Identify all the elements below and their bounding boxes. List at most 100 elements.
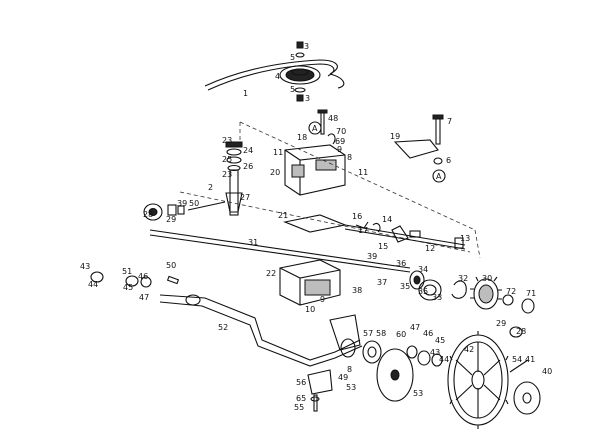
ref-circle-a-top — [308, 121, 322, 135]
label-40: 40 — [542, 367, 552, 376]
label-41: 41 — [525, 355, 535, 364]
bracket-28-left — [143, 203, 163, 221]
label-35a: 35 — [400, 282, 410, 291]
hub-57 — [340, 338, 356, 358]
axle-pin-54 — [509, 359, 529, 373]
label-18: 18 — [297, 133, 307, 142]
mount-bracket-19 — [393, 139, 439, 159]
label-35b: 35 — [418, 287, 428, 296]
label-47a: 47 — [139, 293, 149, 302]
label-53b: 53 — [413, 389, 423, 398]
label-39b: 39 — [367, 252, 377, 261]
height-adjust-lever — [159, 294, 363, 367]
label-5b: 5 — [290, 85, 295, 94]
label-34: 34 — [418, 265, 428, 274]
label-44b: 44 — [439, 355, 449, 364]
label-43a: 43 — [80, 262, 90, 271]
label-29b: 29 — [496, 319, 506, 328]
label-32: 32 — [458, 274, 468, 283]
label-11a: 11 — [273, 148, 283, 157]
label-72: 72 — [506, 287, 516, 296]
label-refA1: A — [312, 124, 318, 133]
spacer-32 — [451, 280, 467, 299]
ref-circle-a-right — [432, 169, 446, 183]
label-33: 33 — [432, 293, 442, 302]
label-7: 7 — [447, 117, 452, 126]
label-27: 27 — [240, 193, 250, 202]
label-52: 52 — [218, 323, 228, 332]
label-20: 20 — [270, 168, 280, 177]
label-19: 19 — [390, 132, 400, 141]
label-42: 42 — [464, 345, 474, 354]
label-56: 56 — [296, 378, 306, 387]
label-3a: 3 — [304, 42, 309, 51]
label-57: 57 — [363, 329, 373, 338]
label-28b: 28 — [516, 327, 526, 336]
label-26: 26 — [243, 162, 253, 171]
label-50a: 50 — [189, 199, 199, 208]
label-14: 14 — [382, 215, 392, 224]
pulley-fasteners — [294, 41, 306, 102]
cutting-housing — [279, 259, 341, 306]
label-31: 31 — [248, 238, 258, 247]
label-28a: 28 — [143, 210, 153, 219]
label-6: 6 — [446, 156, 451, 165]
gearbox-cover-plate — [283, 214, 347, 233]
label-5a: 5 — [290, 53, 295, 62]
label-46a: 46 — [138, 272, 148, 281]
label-45: 45 — [123, 283, 133, 292]
bearing-58 — [362, 340, 382, 364]
left-bearing-set — [90, 271, 152, 288]
label-15: 15 — [378, 242, 388, 251]
label-12: 12 — [425, 244, 435, 253]
label-2: 2 — [208, 183, 213, 192]
label-3b: 3 — [305, 94, 310, 103]
pin-50 — [166, 275, 180, 285]
drive-gear-30 — [470, 276, 502, 310]
label-30: 30 — [482, 274, 492, 283]
label-4: 4 — [275, 72, 280, 81]
label-49: 49 — [338, 373, 348, 382]
gearbox-housing — [284, 144, 346, 196]
label-39a: 39 — [177, 199, 187, 208]
bolt-55 — [310, 394, 320, 412]
label-44a: 44 — [88, 280, 98, 289]
nut-6 — [433, 157, 443, 165]
label-17: 17 — [358, 226, 368, 235]
label-1: 1 — [243, 89, 248, 98]
label-36: 36 — [396, 259, 406, 268]
label-8a: 8 — [347, 153, 352, 162]
spring-69 — [327, 133, 336, 145]
label-53a: 53 — [346, 383, 356, 392]
gear-34 — [409, 270, 425, 290]
label-37: 37 — [377, 278, 387, 287]
label-9a: 9 — [337, 145, 342, 154]
label-46b: 46 — [423, 329, 433, 338]
label-10: 10 — [305, 305, 315, 314]
bolt-48 — [317, 109, 328, 135]
label-48: 48 — [328, 114, 338, 123]
label-71: 71 — [526, 289, 536, 298]
cap-71 — [521, 298, 535, 314]
label-55: 55 — [294, 403, 304, 412]
label-23a: 23 — [222, 136, 232, 145]
label-21: 21 — [278, 211, 288, 220]
bolt-7 — [432, 114, 444, 145]
nut-28-right — [509, 326, 523, 338]
right-shaft — [344, 221, 466, 250]
adjuster-bracket — [307, 314, 361, 395]
label-51: 51 — [122, 267, 132, 276]
label-23b: 23 — [222, 170, 232, 179]
label-29a: 29 — [166, 215, 176, 224]
label-refA2: A — [436, 172, 442, 181]
label-25: 25 — [222, 155, 232, 164]
label-47b: 47 — [410, 323, 420, 332]
drive-belt — [204, 59, 345, 91]
main-axle — [149, 229, 411, 273]
hubcap-40 — [513, 381, 541, 415]
label-45b: 45 — [435, 336, 445, 345]
bearing-33 — [418, 279, 442, 301]
label-11b: 11 — [358, 168, 368, 177]
pulley — [279, 65, 321, 85]
